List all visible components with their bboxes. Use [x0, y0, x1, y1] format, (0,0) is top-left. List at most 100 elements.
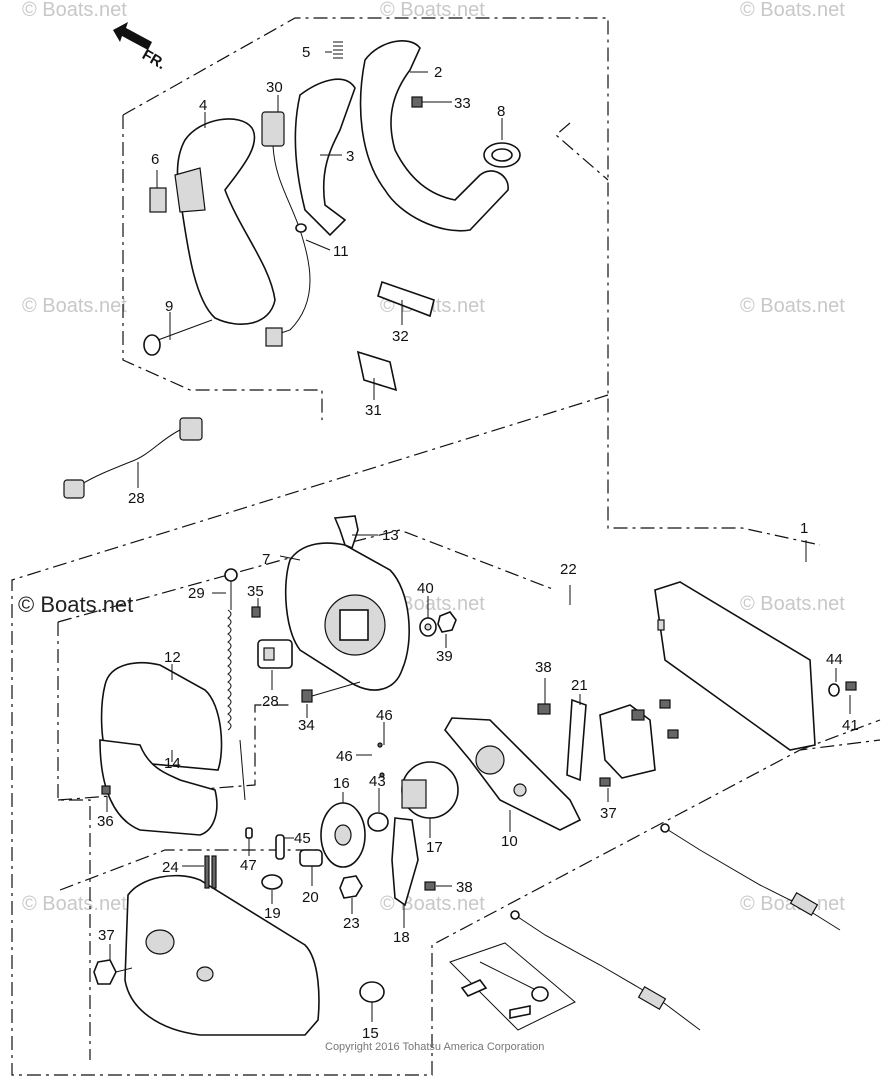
housing-cover: [124, 874, 320, 1036]
nut-41: [437, 611, 457, 633]
bracket-10: [444, 717, 582, 831]
part-label: 29: [188, 585, 205, 602]
label-31: [356, 350, 398, 392]
part-label: 38: [456, 879, 473, 896]
clip-44: [367, 812, 389, 832]
washer-43: [828, 683, 840, 697]
watermark-prominent: © Boats.net: [18, 592, 133, 617]
plate-7: [284, 542, 410, 691]
part-label: 38: [535, 659, 552, 676]
part-label: 18: [393, 929, 410, 946]
part-label: 10: [501, 833, 518, 850]
part-label: 40: [417, 580, 434, 597]
part-label: 31: [365, 402, 382, 419]
gear-16: [320, 802, 366, 868]
part-label: 32: [392, 328, 409, 345]
watermark-text: © Boats.net: [22, 0, 127, 21]
clip-11: [295, 223, 307, 233]
control-cable-lower: [510, 910, 701, 1031]
watermark-text: © Boats.net: [740, 593, 845, 615]
front-direction-arrow: FR.: [113, 22, 169, 73]
pin-45: [275, 834, 285, 860]
label-32: [377, 280, 435, 318]
part-label: 28: [262, 693, 279, 710]
part-label: 46: [376, 707, 393, 724]
part-label: 8: [497, 103, 505, 120]
part-label: 19: [264, 905, 281, 922]
part-label: 33: [454, 95, 471, 112]
screw-35: [251, 606, 261, 618]
nut-23: [339, 875, 363, 899]
watermark-text: © Boats.net: [380, 0, 485, 21]
switch-28: [257, 639, 293, 669]
clip-8: [483, 142, 521, 168]
part-label: 41: [842, 717, 859, 734]
watermark-text: © Boats.net: [22, 893, 127, 915]
control-cable-upper: [660, 823, 841, 931]
part-label: 13: [382, 527, 399, 544]
part-label: 35: [247, 583, 264, 600]
part-label: 9: [165, 298, 173, 315]
cap-15: [359, 981, 385, 1003]
screw-38b: [424, 881, 436, 891]
part-label: 46: [336, 748, 353, 765]
front-label: FR.: [139, 46, 168, 73]
cable-24: [204, 855, 217, 889]
part-label: 28: [128, 490, 145, 507]
part-label: 6: [151, 151, 159, 168]
part-label: 12: [164, 649, 181, 666]
bracket-22-set: [599, 699, 679, 779]
stopper-19: [261, 874, 283, 890]
part-label: 7: [262, 551, 270, 568]
part-label: 37: [600, 805, 617, 822]
watermark-text: © Boats.net: [22, 295, 127, 317]
part-label: 14: [164, 755, 181, 772]
ball-46a: [377, 742, 383, 748]
spring-5: [333, 41, 343, 59]
ball-46b: [379, 772, 385, 778]
bolt-40: [845, 681, 857, 691]
gasket-43: [654, 581, 816, 751]
part-label: 4: [199, 97, 207, 114]
cover-14: [99, 739, 218, 836]
part-label: 20: [302, 889, 319, 906]
part-label: 21: [571, 677, 588, 694]
spring-29: [224, 568, 246, 801]
plate-6: [149, 187, 167, 213]
bolt-9: [143, 319, 213, 356]
part-label: 2: [434, 64, 442, 81]
watermark-text: © Boats.net: [740, 0, 845, 21]
part-label: 37: [98, 927, 115, 944]
label-leaders: [106, 51, 851, 1022]
part-number-labels: 5 2 33 8 4 30 3 6 11 9 32 31 28 13 7 29 …: [97, 44, 859, 1042]
bolt-39: [537, 703, 551, 715]
part-label: 3: [346, 148, 354, 165]
bolt-34: [301, 681, 361, 703]
screw-33: [411, 96, 438, 108]
clip-13: [333, 515, 359, 550]
part-label: 30: [266, 79, 283, 96]
arm-18: [391, 817, 419, 907]
part-label: 24: [162, 859, 179, 876]
control-lever: [359, 40, 509, 232]
group-boundaries: [11, 17, 881, 1076]
part-label: 47: [240, 857, 257, 874]
part-label: 23: [343, 915, 360, 932]
spring-20: [299, 849, 323, 867]
watermark-text: © Boats.net: [740, 295, 845, 317]
part-label: 44: [826, 651, 843, 668]
handle-cover: [174, 118, 276, 325]
part-label: 43: [369, 773, 386, 790]
part-label: 11: [333, 243, 349, 260]
screw-36: [101, 785, 111, 795]
screw-38a: [599, 777, 611, 787]
washer-42: [419, 617, 437, 637]
cable-end-kit: [449, 942, 576, 1031]
part-label: 22: [560, 561, 577, 578]
harness-27: [63, 417, 203, 499]
part-label: 36: [97, 813, 114, 830]
cam-21: [566, 698, 587, 782]
part-label: 16: [333, 775, 350, 792]
